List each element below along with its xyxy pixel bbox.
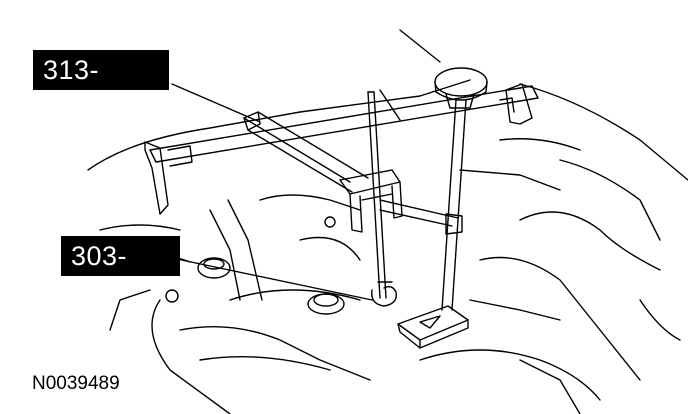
right-support-foot (499, 83, 533, 125)
callout-label-313-F072: 313-F072 (33, 50, 169, 125)
leader-line-313-F072 (171, 83, 261, 123)
engine-bay-outline (87, 79, 688, 414)
adjuster-rod (434, 67, 488, 311)
figure-number: N0039489 (32, 373, 120, 394)
leader-line-303-050 (171, 257, 373, 301)
callout-label-303-050: 303-050 (61, 236, 180, 311)
leader-line-top (399, 29, 441, 63)
cross-beam (149, 85, 539, 163)
perpendicular-beam (243, 111, 369, 193)
hook-rod (367, 91, 387, 299)
lower-arm (379, 199, 463, 235)
left-support-foot (144, 141, 193, 215)
base-plate (397, 305, 469, 349)
clamp-block (339, 169, 403, 233)
lifting-hook (371, 281, 397, 307)
